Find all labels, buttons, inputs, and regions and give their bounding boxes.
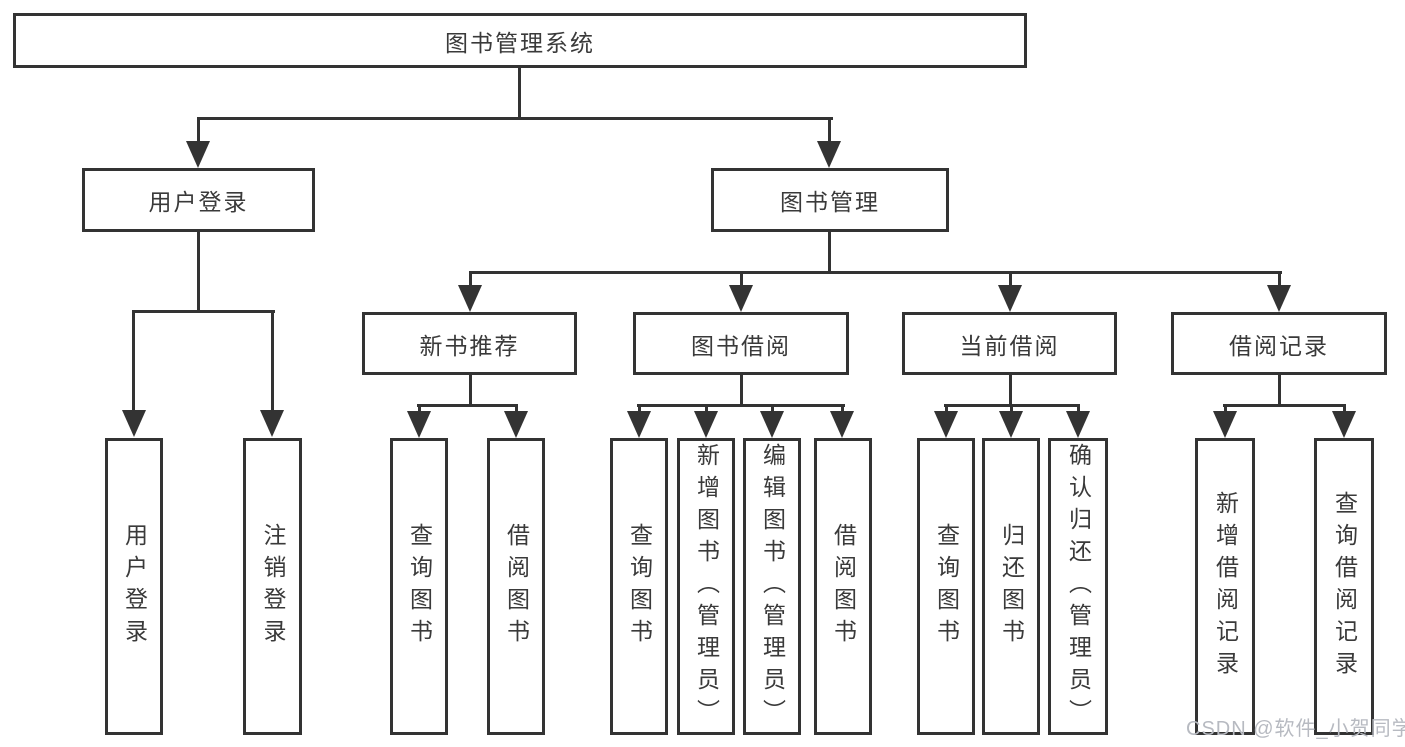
arrowhead-down-icon [1267, 285, 1291, 312]
node-new-book-recommend-label: 新书推荐 [419, 332, 520, 359]
arrowhead-down-icon [817, 141, 841, 168]
arrowhead-down-icon [830, 411, 854, 438]
node-leaf-borrow-books-borrowing: 借阅图书 [814, 438, 872, 735]
node-borrowing-records: 借阅记录 [1171, 312, 1387, 375]
arrowhead-down-icon [504, 411, 528, 438]
arrowhead-down-icon [694, 411, 718, 438]
connector-user-stub-left [132, 310, 135, 410]
node-leaf-logout-label: 注销登录 [260, 522, 286, 651]
node-leaf-return-book-label: 归还图书 [998, 522, 1025, 651]
node-leaf-user-login-label: 用户登录 [121, 522, 148, 651]
node-leaf-borrow-books-borrowing-label: 借阅图书 [830, 522, 857, 651]
node-leaf-borrow-books-recommend: 借阅图书 [487, 438, 545, 735]
node-root-label: 图书管理系统 [445, 29, 595, 56]
node-book-borrowing-label: 图书借阅 [691, 332, 791, 359]
node-root: 图书管理系统 [13, 13, 1027, 68]
arrowhead-down-icon [122, 410, 146, 437]
node-leaf-edit-book-admin-label: 编辑图书（管理员） [759, 442, 786, 731]
node-leaf-user-login: 用户登录 [105, 438, 163, 735]
node-leaf-query-borrow-record: 查询借阅记录 [1314, 438, 1374, 735]
connector-group1-stub-1 [418, 404, 421, 413]
arrowhead-down-icon [729, 285, 753, 312]
connector-group4-drop [1278, 375, 1281, 407]
node-leaf-add-book-admin-label: 新增图书（管理员） [693, 442, 720, 731]
node-leaf-query-books-borrowing-label: 查询图书 [626, 522, 653, 651]
arrowhead-down-icon [186, 141, 210, 168]
connector-group3-drop [1009, 375, 1012, 407]
connector-book-rail [469, 271, 1282, 274]
connector-user-drop [197, 232, 200, 312]
arrowhead-down-icon [998, 285, 1022, 312]
connector-group2-drop [740, 375, 743, 407]
connector-book-stub-1 [469, 271, 472, 287]
node-book-management-branch-label: 图书管理 [780, 189, 880, 215]
node-book-management-branch: 图书管理 [711, 168, 949, 232]
node-leaf-confirm-return-admin: 确认归还（管理员） [1048, 438, 1108, 735]
node-leaf-return-book: 归还图书 [982, 438, 1040, 735]
connector-group1-rail [417, 404, 518, 407]
connector-book-stub-4 [1278, 271, 1281, 287]
node-current-borrowing-label: 当前借阅 [959, 332, 1060, 359]
connector-group3-stub-1 [945, 404, 948, 413]
node-leaf-query-books-current-label: 查询图书 [933, 522, 960, 651]
connector-root-stub-right [828, 117, 831, 143]
node-leaf-edit-book-admin: 编辑图书（管理员） [743, 438, 801, 735]
connector-user-rail [132, 310, 275, 313]
connector-book-stub-3 [1009, 271, 1012, 287]
connector-group2-stub-3 [771, 404, 774, 413]
node-user-login-branch-label: 用户登录 [148, 189, 249, 215]
csdn-watermark: CSDN @软件_小贺同学 [1186, 718, 1405, 740]
arrowhead-down-icon [760, 411, 784, 438]
node-new-book-recommend: 新书推荐 [362, 312, 577, 375]
connector-group2-stub-4 [841, 404, 844, 413]
arrowhead-down-icon [1332, 411, 1356, 438]
node-user-login-branch: 用户登录 [82, 168, 315, 232]
node-leaf-borrow-books-recommend-label: 借阅图书 [503, 522, 530, 651]
node-leaf-query-books-recommend-label: 查询图书 [406, 522, 433, 651]
arrowhead-down-icon [999, 411, 1023, 438]
node-leaf-query-books-recommend: 查询图书 [390, 438, 448, 735]
connector-group3-stub-3 [1077, 404, 1080, 413]
node-leaf-logout: 注销登录 [243, 438, 302, 735]
node-leaf-add-borrow-record-label: 新增借阅记录 [1212, 490, 1239, 683]
connector-root-stub-left [197, 117, 200, 143]
node-leaf-add-borrow-record: 新增借阅记录 [1195, 438, 1255, 735]
node-leaf-query-books-current: 查询图书 [917, 438, 975, 735]
node-current-borrowing: 当前借阅 [902, 312, 1117, 375]
node-leaf-add-book-admin: 新增图书（管理员） [677, 438, 735, 735]
node-book-borrowing: 图书借阅 [633, 312, 849, 375]
node-leaf-query-borrow-record-label: 查询借阅记录 [1331, 490, 1358, 683]
arrowhead-down-icon [934, 411, 958, 438]
node-leaf-confirm-return-admin-label: 确认归还（管理员） [1065, 442, 1092, 731]
connector-book-stub-2 [740, 271, 743, 287]
connector-group2-rail [637, 404, 845, 407]
arrowhead-down-icon [260, 410, 284, 437]
connector-group2-stub-2 [705, 404, 708, 413]
connector-group1-stub-2 [515, 404, 518, 413]
connector-root-rail [197, 117, 833, 120]
arrowhead-down-icon [458, 285, 482, 312]
connector-user-stub-right [271, 310, 274, 410]
connector-group1-drop [469, 375, 472, 407]
node-borrowing-records-label: 借阅记录 [1229, 332, 1329, 359]
connector-root-drop [518, 68, 521, 118]
connector-group4-stub-1 [1224, 404, 1227, 413]
connector-book-drop [828, 232, 831, 274]
arrowhead-down-icon [1213, 411, 1237, 438]
connector-group3-stub-2 [1010, 404, 1013, 413]
connector-group4-stub-2 [1343, 404, 1346, 413]
connector-group4-rail [1223, 404, 1346, 407]
node-leaf-query-books-borrowing: 查询图书 [610, 438, 668, 735]
arrowhead-down-icon [627, 411, 651, 438]
connector-group2-stub-1 [638, 404, 641, 413]
arrowhead-down-icon [1066, 411, 1090, 438]
arrowhead-down-icon [407, 411, 431, 438]
